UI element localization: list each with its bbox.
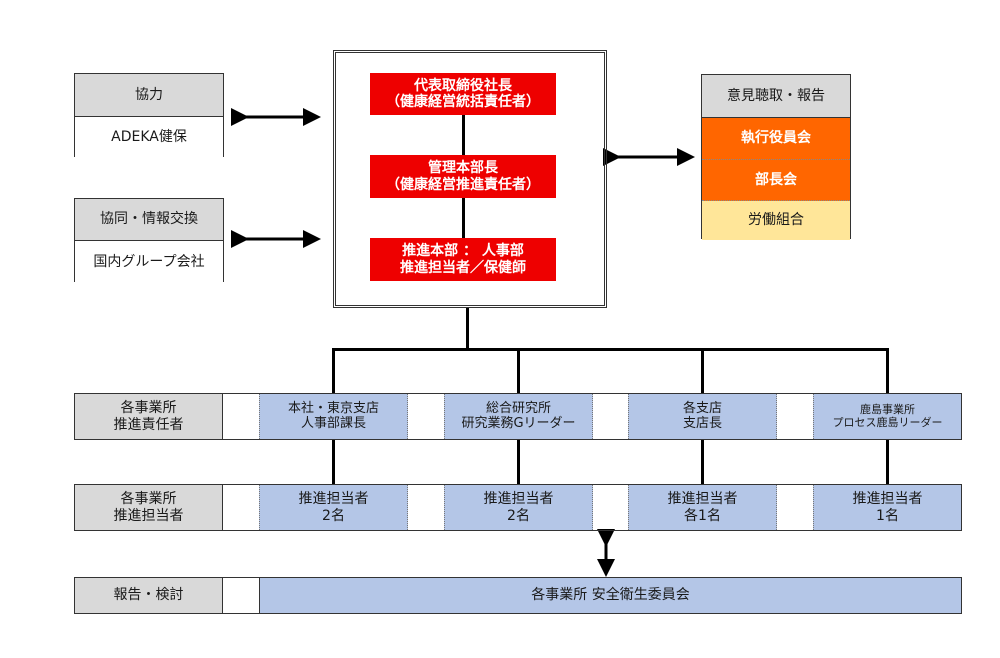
cell-hq-tokyo: 本社・東京支店 人事部課長 (259, 394, 408, 439)
connector-line (466, 308, 469, 350)
connector-line (332, 348, 335, 393)
promotion-hq-box: 推進本部 ： 人事部 推進担当者／保健師 (370, 238, 556, 281)
cell-research: 総合研究所 研究業務Gリーダー (444, 394, 593, 439)
connector-line (332, 348, 889, 351)
cell-branches: 各支店 支店長 (628, 394, 777, 439)
collaboration-body: 国内グループ会社 (75, 241, 223, 283)
staff-row: 各事業所 推進担当者 推進担当者 2名 推進担当者 2名 推進担当者 各1名 推… (74, 484, 962, 531)
president-box: 代表取締役社長 （健康経営統括責任者） (370, 73, 556, 115)
cell-kashima: 鹿島事業所 プロセス鹿島リーダー (813, 394, 962, 439)
row-label: 各事業所 推進担当者 (74, 485, 223, 530)
admin-head-title: 管理本部長 (428, 160, 498, 177)
promotion-hq-title: 推進本部 ： 人事部 (402, 243, 524, 260)
cooperation-header: 協力 (75, 74, 223, 117)
cell-kashima-staff: 推進担当者 1名 (813, 485, 962, 530)
admin-head-role: （健康経営推進責任者） (386, 176, 540, 193)
collaboration-panel: 協同・情報交換 国内グループ会社 (74, 198, 224, 283)
connector-line (701, 440, 704, 484)
president-role: （健康経営統括責任者） (386, 94, 540, 110)
president-title: 代表取締役社長 (414, 77, 512, 94)
cell-research-staff: 推進担当者 2名 (444, 485, 593, 530)
row-label: 報告・検討 (74, 578, 223, 613)
cell-hq-tokyo-staff: 推進担当者 2名 (259, 485, 408, 530)
cooperation-panel: 協力 ADEKA健保 (74, 73, 224, 158)
report-row: 報告・検討 各事業所 安全衛生委員会 (74, 577, 962, 614)
connector-line (462, 115, 465, 155)
hearing-panel: 意見聴取・報告 執行役員会 部長会 労働組合 (701, 74, 851, 240)
cell-branches-staff: 推進担当者 各1名 (628, 485, 777, 530)
promotion-hq-role: 推進担当者／保健師 (400, 259, 526, 276)
safety-committee: 各事業所 安全衛生委員会 (259, 578, 962, 613)
department-heads-meeting: 部長会 (702, 160, 850, 201)
cooperation-body: ADEKA健保 (75, 117, 223, 158)
connector-line (332, 440, 335, 484)
executive-committee: 執行役員会 (702, 118, 850, 160)
collaboration-header: 協同・情報交換 (75, 199, 223, 241)
responsible-row: 各事業所 推進責任者 本社・東京支店 人事部課長 総合研究所 研究業務Gリーダー… (74, 393, 962, 440)
connector-line (886, 348, 889, 393)
connector-line (517, 440, 520, 484)
connector-line (701, 348, 704, 393)
row-label: 各事業所 推進責任者 (74, 394, 223, 439)
connector-line (517, 348, 520, 393)
headquarters-box (333, 50, 607, 308)
hearing-header: 意見聴取・報告 (702, 75, 850, 118)
connector-line (462, 198, 465, 238)
admin-head-box: 管理本部長 （健康経営推進責任者） (370, 155, 556, 198)
connector-line (886, 440, 889, 484)
labor-union: 労働組合 (702, 201, 850, 240)
